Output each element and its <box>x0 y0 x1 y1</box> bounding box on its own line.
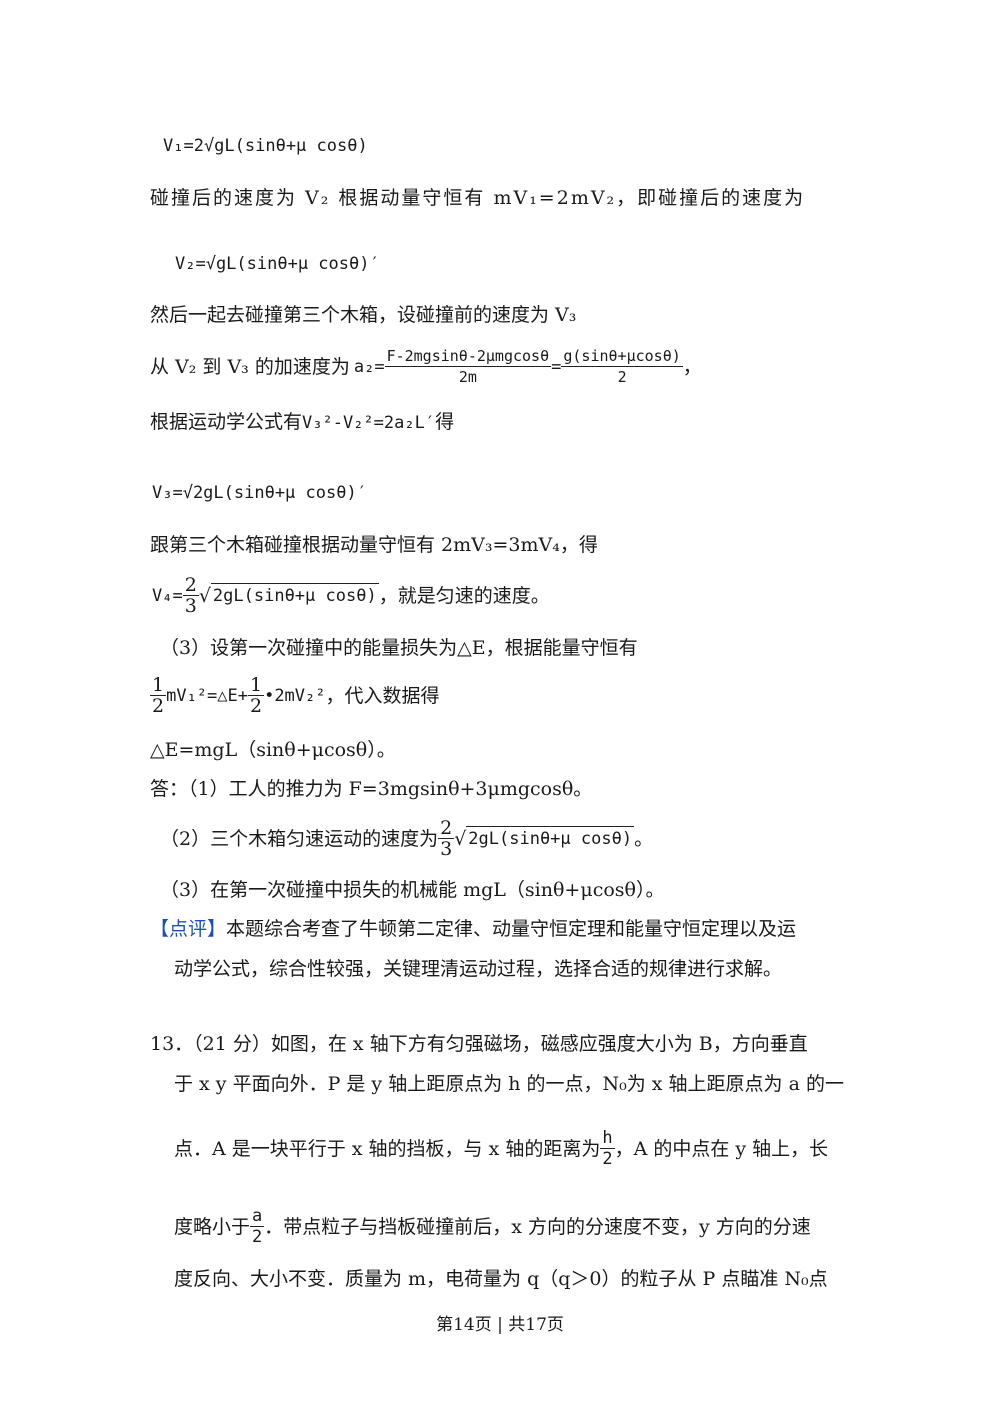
accel-a2: a₂= <box>353 356 385 377</box>
accel-num1: F-2mgsinθ-2μmgcosθ <box>384 347 552 367</box>
energy-half-1: 1 2 <box>150 674 167 717</box>
answer-3: （3）在第一次碰撞中损失的机械能 mgL（sinθ+μcosθ）。 <box>160 879 665 901</box>
text-momentum-third: 跟第三个木箱碰撞根据动量守恒有 2mV₃=3mV₄，得 <box>150 534 598 556</box>
energy-mid: mV₁²=△E+ <box>166 685 248 706</box>
answer2-label: （2）三个木箱匀速运动的速度为 <box>160 827 439 850</box>
energy-end: •2mV₂² <box>264 685 326 706</box>
comment-line-2: 动学公式，综合性较强，关键理清运动过程，选择合适的规律进行求解。 <box>174 958 783 980</box>
v4-frac-den: 3 <box>184 595 197 617</box>
accel-num2: g(sinθ+μcosθ) <box>561 347 683 367</box>
energy-tail: ，代入数据得 <box>325 684 440 707</box>
accel-fraction-2: g(sinθ+μcosθ) 2 <box>561 346 683 387</box>
text-after-collision: 碰撞后的速度为 V₂ 根据动量守恒有 mV₁=2mV₂，即碰撞后的速度为 <box>150 187 806 209</box>
energy-half-2: 1 2 <box>247 674 265 717</box>
answer-2: （2）三个木箱匀速运动的速度为 2 3 √2gL(sinθ+μ cosθ)。 <box>160 817 654 860</box>
answer2-root: 2gL(sinθ+μ cosθ) <box>466 826 635 851</box>
accel-den2: 2 <box>617 368 627 386</box>
v4-tail: ，就是匀速的速度。 <box>378 584 550 607</box>
page-footer: 第14页 | 共17页 <box>436 1315 564 1335</box>
text-part3: （3）设第一次碰撞中的能量损失为△E，根据能量守恒有 <box>160 637 638 659</box>
text-delta-e: △E=mgL（sinθ+μcosθ）。 <box>150 739 396 761</box>
q13-line-2: 于 x y 平面向外．P 是 y 轴上距原点为 h 的一点，N₀为 x 轴上距原… <box>174 1073 844 1095</box>
q13-line-1: 13．（21 分）如图，在 x 轴下方有匀强磁场，磁感应强度大小为 B，方向垂直 <box>150 1033 808 1055</box>
formula-v1: V₁=2√gL(sinθ+μ cosθ) <box>163 136 368 156</box>
formula-v4: V₄= 2 3 √2gL(sinθ+μ cosθ) ，就是匀速的速度。 <box>152 575 550 616</box>
text-kinematics: 根据运动学公式有V₃²-V₂²=2a₂L′得 <box>150 410 454 435</box>
accel-den1: 2m <box>458 368 477 386</box>
comment-tag: 【点评】 <box>150 918 227 940</box>
sqrt-icon: √ <box>454 827 467 850</box>
q13-a-half: a 2 <box>250 1206 265 1247</box>
q13-line-5: 度反向、大小不变．质量为 m，电荷量为 q（q＞0）的粒子从 P 点瞄准 N₀点 <box>174 1268 828 1290</box>
formula-energy: 1 2 mV₁²=△E+ 1 2 •2mV₂² ，代入数据得 <box>150 675 440 716</box>
kinematics-label: 根据运动学公式有 <box>150 411 303 433</box>
accel-fraction-1: F-2mgsinθ-2μmgcosθ 2m <box>384 346 552 387</box>
comment-text-1: 本题综合考查了牛顿第二定律、动量守恒定理和能量守恒定理以及运 <box>226 918 797 940</box>
accel-label: 从 V₂ 到 V₃ 的加速度为 <box>150 355 350 378</box>
answer-1: 答：（1）工人的推力为 F=3mgsinθ+3μmgcosθ。 <box>150 778 593 800</box>
v4-fraction: 2 3 <box>182 574 199 617</box>
q13-line-4: 度略小于 a 2 ．带点粒子与挡板碰撞前后，x 方向的分速度不变，y 方向的分速 <box>174 1206 811 1247</box>
v4-frac-num: 2 <box>182 574 199 596</box>
formula-acceleration: 从 V₂ 到 V₃ 的加速度为 a₂= F-2mgsinθ-2μmgcosθ 2… <box>150 346 702 387</box>
formula-v3: V₃=√2gL(sinθ+μ cosθ)′ <box>152 483 367 503</box>
kinematics-formula: V₃²-V₂²=2a₂L′ <box>302 413 436 433</box>
v4-root: 2gL(sinθ+μ cosθ) <box>210 583 379 608</box>
kinematics-tail: 得 <box>435 411 455 433</box>
sqrt-icon: √ <box>198 584 211 607</box>
q13-line-3: 点．A 是一块平行于 x 轴的挡板，与 x 轴的距离为 h 2 ，A 的中点在 … <box>174 1128 829 1169</box>
v4-prefix: V₄= <box>152 585 183 606</box>
q13-h-half: h 2 <box>600 1128 615 1169</box>
text-third-box: 然后一起去碰撞第三个木箱，设碰撞前的速度为 V₃ <box>150 304 577 326</box>
answer2-fraction: 2 3 <box>438 817 455 860</box>
comment-line-1: 【点评】本题综合考查了牛顿第二定律、动量守恒定理和能量守恒定理以及运 <box>150 917 796 941</box>
formula-v2: V₂=√gL(sinθ+μ cosθ)′ <box>175 254 380 274</box>
